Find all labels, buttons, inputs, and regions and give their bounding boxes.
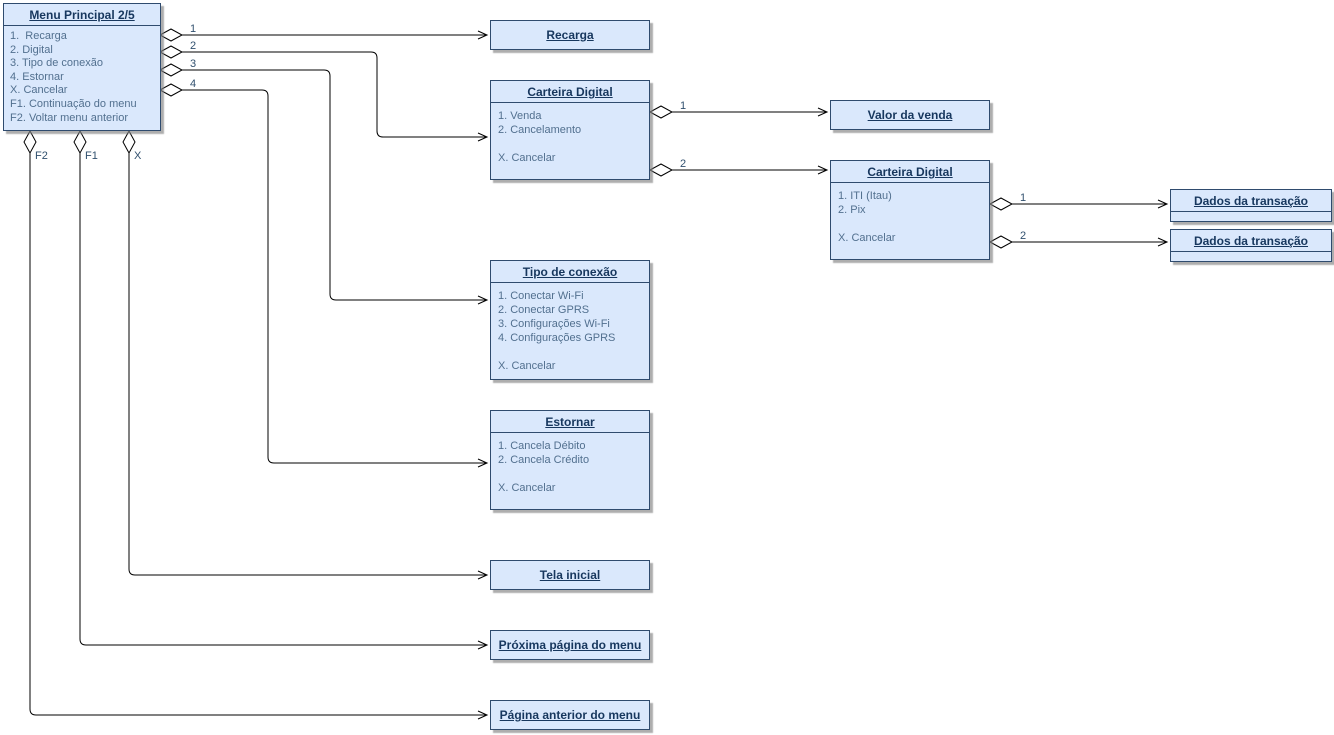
edge-menu-to-recarga[interactable]: 1 <box>158 23 489 42</box>
node-title: Tipo de conexão <box>491 261 649 283</box>
menu-item: F2. Voltar menu anterior <box>10 111 129 124</box>
node-title: Menu Principal 2/5 <box>4 4 160 26</box>
aggregation-diamond <box>158 63 184 77</box>
node-body: 1. Recarga 2. Digital 3. Tipo de conexão… <box>4 26 160 127</box>
edge-line <box>79 153 489 650</box>
aggregation-diamond <box>158 45 184 59</box>
node-body <box>1171 252 1331 258</box>
menu-item: 1. Venda <box>498 110 542 122</box>
menu-item <box>498 137 643 151</box>
menu-item: 1. Conectar Wi-Fi <box>498 290 584 302</box>
menu-item: X. Cancelar <box>838 232 896 244</box>
node-body: 1. Cancela Débito 2. Cancela Crédito X. … <box>491 433 649 499</box>
node-valor-da-venda[interactable]: Valor da venda <box>830 100 990 130</box>
node-pagina-anterior-do-menu[interactable]: Página anterior do menu <box>490 700 650 730</box>
aggregation-diamond <box>648 105 674 119</box>
node-title: Página anterior do menu <box>499 708 641 722</box>
edge-line <box>182 51 489 142</box>
node-proxima-pagina-do-menu[interactable]: Próxima página do menu <box>490 630 650 660</box>
menu-item: X. Cancelar <box>498 152 556 164</box>
node-tipo-de-conexao[interactable]: Tipo de conexão 1. Conectar Wi-Fi 2. Con… <box>490 260 650 380</box>
node-title: Dados da transação <box>1171 230 1331 252</box>
node-estornar[interactable]: Estornar 1. Cancela Débito 2. Cancela Cr… <box>490 410 650 510</box>
menu-item: 2. Cancela Crédito <box>498 454 590 466</box>
edge-key-label: F1 <box>85 150 98 162</box>
node-title: Próxima página do menu <box>498 638 642 652</box>
menu-item: X. Cancelar <box>498 482 556 494</box>
menu-item: 4. Configurações GPRS <box>498 332 616 344</box>
menu-item <box>498 345 643 359</box>
node-carteira-digital-1[interactable]: Carteira Digital 1. Venda 2. Cancelament… <box>490 80 650 180</box>
menu-item <box>498 467 643 481</box>
node-title: Tela inicial <box>539 568 601 582</box>
menu-item: X. Cancelar <box>498 360 556 372</box>
aggregation-diamond <box>988 235 1014 249</box>
edge-menu-to-proxima-pagina[interactable]: F1 <box>73 129 489 650</box>
edge-key-label: 2 <box>1020 230 1026 242</box>
menu-item: 3. Tipo de conexão <box>10 57 103 70</box>
edge-line <box>182 69 489 305</box>
edge-menu-to-pagina-anterior[interactable]: F2 <box>23 129 489 720</box>
node-carteira-digital-2[interactable]: Carteira Digital 1. ITI (Itau) 2. Pix X.… <box>830 160 990 260</box>
edge-line <box>128 153 489 580</box>
node-dados-da-transacao-1[interactable]: Dados da transação <box>1170 189 1332 222</box>
edge-menu-to-tela-inicial[interactable]: X <box>122 129 489 580</box>
edge-menu-to-tipo-de-conexao[interactable]: 3 <box>158 58 489 305</box>
edge-key-label: 1 <box>680 100 686 112</box>
node-title: Recarga <box>546 28 594 42</box>
edge-key-label: X <box>134 150 142 162</box>
node-title: Estornar <box>491 411 649 433</box>
edge-key-label: F2 <box>35 150 48 162</box>
edge-key-label: 1 <box>1020 192 1026 204</box>
menu-item <box>838 217 983 231</box>
edge-line <box>182 89 489 468</box>
menu-item: 1. ITI (Itau) <box>838 190 892 202</box>
edge-carteira1-to-carteira2[interactable]: 2 <box>648 158 829 177</box>
menu-item: 2. Pix <box>838 204 866 216</box>
menu-item: 1. Recarga <box>10 30 67 42</box>
aggregation-diamond <box>158 28 184 42</box>
menu-item: 2. Digital <box>10 43 53 56</box>
edge-key-label: 2 <box>680 158 686 170</box>
node-title: Carteira Digital <box>491 81 649 103</box>
node-recarga[interactable]: Recarga <box>490 20 650 50</box>
node-body <box>1171 212 1331 218</box>
node-dados-da-transacao-2[interactable]: Dados da transação <box>1170 229 1332 262</box>
node-body: 1. Conectar Wi-Fi 2. Conectar GPRS 3. Co… <box>491 283 649 377</box>
aggregation-diamond <box>158 83 184 97</box>
menu-item: X. Cancelar <box>10 84 68 97</box>
edge-menu-to-estornar[interactable]: 4 <box>158 78 489 468</box>
node-tela-inicial[interactable]: Tela inicial <box>490 560 650 590</box>
aggregation-diamond <box>648 163 674 177</box>
menu-item: 3. Configurações Wi-Fi <box>498 318 610 330</box>
menu-item: 2. Conectar GPRS <box>498 304 590 316</box>
edge-line <box>29 153 489 720</box>
edge-menu-to-carteira-digital-1[interactable]: 2 <box>158 40 489 142</box>
menu-item: 4. Estornar <box>10 70 64 83</box>
node-menu-principal[interactable]: Menu Principal 2/5 1. Recarga 2. Digital… <box>3 3 161 131</box>
menu-item: F1. Continuação do menu <box>10 97 137 110</box>
node-title: Dados da transação <box>1171 190 1331 212</box>
node-title: Valor da venda <box>867 108 953 122</box>
menu-item: 1. Cancela Débito <box>498 440 586 452</box>
edge-key-label: 2 <box>190 40 196 52</box>
edge-carteira1-to-valor-da-venda[interactable]: 1 <box>648 100 829 119</box>
edge-carteira2-to-dados-1[interactable]: 1 <box>988 192 1169 211</box>
node-body: 1. ITI (Itau) 2. Pix X. Cancelar <box>831 183 989 249</box>
edge-carteira2-to-dados-2[interactable]: 2 <box>988 230 1169 249</box>
edge-key-label: 4 <box>190 78 196 90</box>
menu-item: 2. Cancelamento <box>498 124 582 136</box>
edge-key-label: 1 <box>190 23 196 35</box>
node-title: Carteira Digital <box>831 161 989 183</box>
node-body: 1. Venda 2. Cancelamento X. Cancelar <box>491 103 649 169</box>
aggregation-diamond <box>988 197 1014 211</box>
edge-key-label: 3 <box>190 58 196 70</box>
